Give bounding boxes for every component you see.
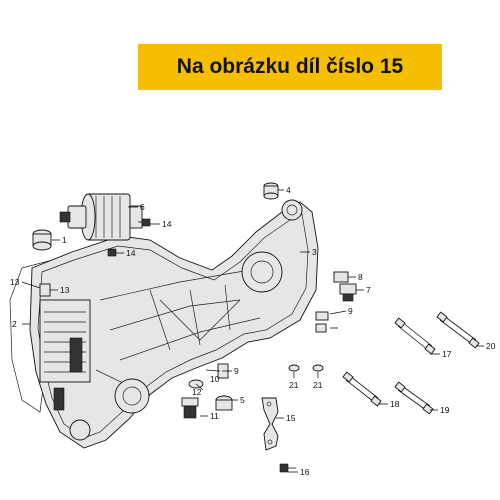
bolt-14-lower [107,248,117,257]
callout-6: 6 [140,202,145,212]
rear-boss-inner [286,204,298,216]
callout-1: 1 [62,235,67,245]
leader-lines [21,189,484,473]
callout-3: 3 [312,247,317,257]
callout-13-left: 13 [10,277,20,287]
callout-14-upper: 14 [162,219,172,229]
oil-plug-7 [339,283,357,302]
callout-5: 5 [240,395,245,405]
dowel-9-right [315,311,329,333]
callout-19: 19 [440,405,450,415]
callout-8: 8 [358,272,363,282]
crank-bearing-boss [241,251,283,293]
plug-8 [333,271,349,283]
callout-9-right: 9 [348,306,353,316]
callout-16: 16 [300,467,310,477]
bolt-5 [215,395,233,411]
starter-motor [59,193,143,241]
rear-boss [281,199,303,221]
callout-21-right: 21 [313,380,323,390]
drain-bolt-11 [181,397,199,419]
stud-18 [342,371,382,407]
crank-bearing-inner [250,260,274,284]
stud-19 [394,381,434,415]
lower-bearing-inner [122,386,142,406]
callout-10: 10 [210,374,220,384]
dark-port-2 [53,387,65,411]
callout-14-lower: 14 [126,248,136,258]
callout-7: 7 [366,285,371,295]
dowel-13 [39,283,51,297]
rubber-bushing-4 [263,182,279,200]
callout-17: 17 [442,349,452,359]
callout-13-inner: 13 [60,285,70,295]
part-number-banner: Na obrázku díl číslo 15 [138,44,442,90]
bolt-14-upper [138,218,151,227]
bolt-16 [279,463,296,473]
callout-4: 4 [286,185,291,195]
front-boss [69,419,91,441]
internal-ribs [95,269,261,397]
banner-text: Na obrázku díl číslo 15 [176,55,404,78]
washer-21-right [312,364,324,372]
callout-2: 2 [12,319,17,329]
rubber-bushing-1 [32,229,52,251]
callout-12: 12 [192,387,202,397]
callout-20: 20 [486,341,496,351]
lower-bearing-boss [114,378,150,414]
stud-17 [394,317,436,355]
bracket-15-hole-2 [267,439,273,445]
callout-21-left: 21 [289,380,299,390]
callout-18: 18 [390,399,400,409]
bracket-15 [261,397,279,451]
dark-port-1 [69,337,83,373]
callout-9-center: 9 [234,366,239,376]
washer-21-left [288,364,300,372]
callout-11: 11 [210,411,219,421]
stud-20 [436,311,480,349]
callout-15: 15 [286,413,296,423]
bracket-15-hole-1 [266,401,272,407]
